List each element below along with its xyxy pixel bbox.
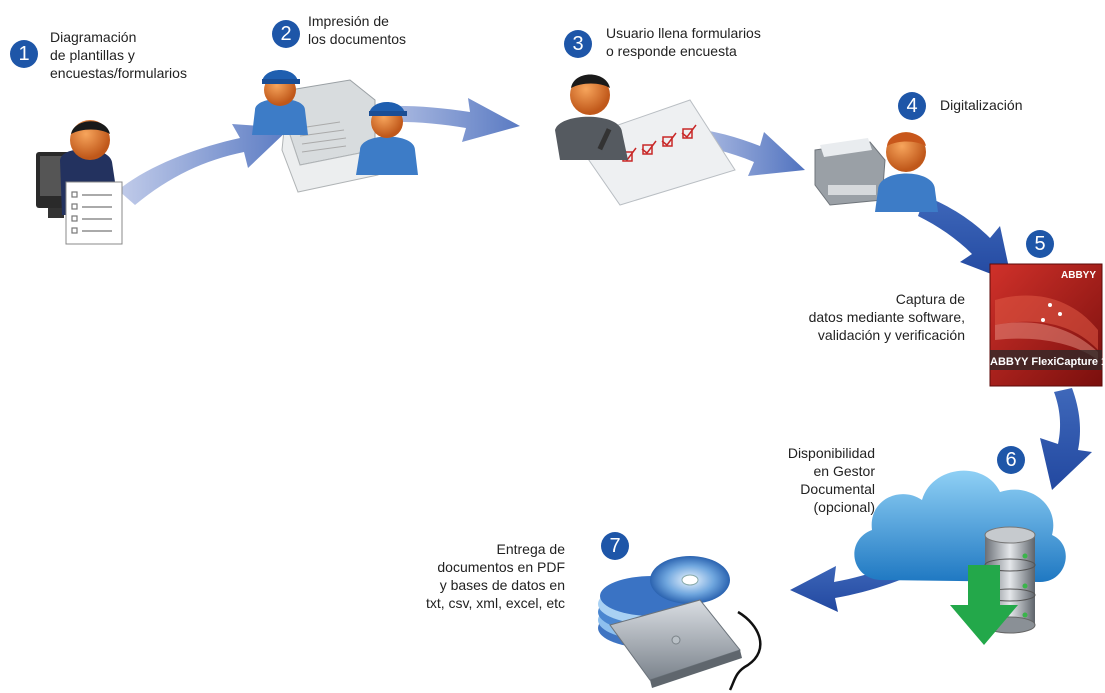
step-4-label: Digitalización: [940, 96, 1022, 114]
step-6-label-line-2: en Gestor: [813, 463, 875, 479]
step-7-label-line-3: y bases de datos en: [439, 577, 565, 593]
step-7-label-line-4: txt, csv, xml, excel, etc: [426, 595, 565, 611]
step-6-label-line-3: Documental: [800, 481, 875, 497]
scanner-operator-icon: [814, 132, 938, 212]
abbyy-brand-top: ABBYY: [1061, 270, 1097, 281]
step-1-label: Diagramación de plantillas y encuestas/f…: [50, 28, 187, 82]
step-7-label-line-2: documentos en PDF: [437, 559, 565, 575]
step-5-label-line-1: Captura de: [895, 291, 965, 307]
step-5-label-line-2: datos mediante software,: [808, 309, 965, 325]
step-2-label-line-1: Impresión de: [308, 13, 389, 29]
flow-arrow-4: [918, 196, 1012, 282]
step-1-number-badge: 1: [10, 40, 38, 68]
step-3-label-line-2: o responde encuesta: [606, 43, 737, 59]
abbyy-product-name: ABBYY FlexiCapture 10: [990, 356, 1105, 368]
step-1-label-line-2: de plantillas y: [50, 47, 135, 63]
download-arrow-icon: [950, 565, 1018, 645]
step-4-label-line-1: Digitalización: [940, 97, 1023, 113]
step-7-label: Entrega de documentos en PDF y bases de …: [380, 540, 565, 612]
discs-and-drive-icon: [598, 556, 762, 691]
step-6-label-line-1: Disponibilidad: [787, 445, 875, 461]
step-3-label-line-1: Usuario llena formularios: [606, 25, 761, 41]
user-filling-form-icon: [555, 74, 736, 206]
step-3-number-badge: 3: [564, 30, 592, 58]
step-6-number-badge: 6: [997, 446, 1025, 474]
step-2-label-line-2: los documentos: [308, 31, 407, 47]
cloud-database-icon: [854, 470, 1066, 645]
software-box-icon: [989, 263, 1103, 387]
step-3-label: Usuario llena formularios o responde enc…: [606, 24, 761, 60]
step-7-number-badge: 7: [601, 532, 629, 560]
step-2-number-badge: 2: [272, 20, 300, 48]
step-6-label-line-4: (opcional): [813, 499, 875, 515]
flow-arrow-1: [118, 124, 290, 205]
step-2-label: Impresión de los documentos: [308, 12, 406, 48]
step-7-label-line-1: Entrega de: [496, 541, 566, 557]
step-6-label: Disponibilidad en Gestor Documental (opc…: [745, 444, 875, 516]
step-1-label-line-1: Diagramación: [50, 29, 137, 45]
step-5-label: Captura de datos mediante software, vali…: [760, 290, 965, 344]
designer-with-monitor-icon: [36, 120, 123, 245]
step-1-label-line-3: encuestas/formularios: [50, 65, 187, 81]
flow-arrow-5: [1040, 388, 1092, 490]
step-5-number-badge: 5: [1026, 230, 1054, 258]
step-4-number-badge: 4: [898, 92, 926, 120]
step-5-label-line-3: validación y verificación: [817, 327, 965, 343]
printer-workers-icon: [252, 70, 418, 193]
